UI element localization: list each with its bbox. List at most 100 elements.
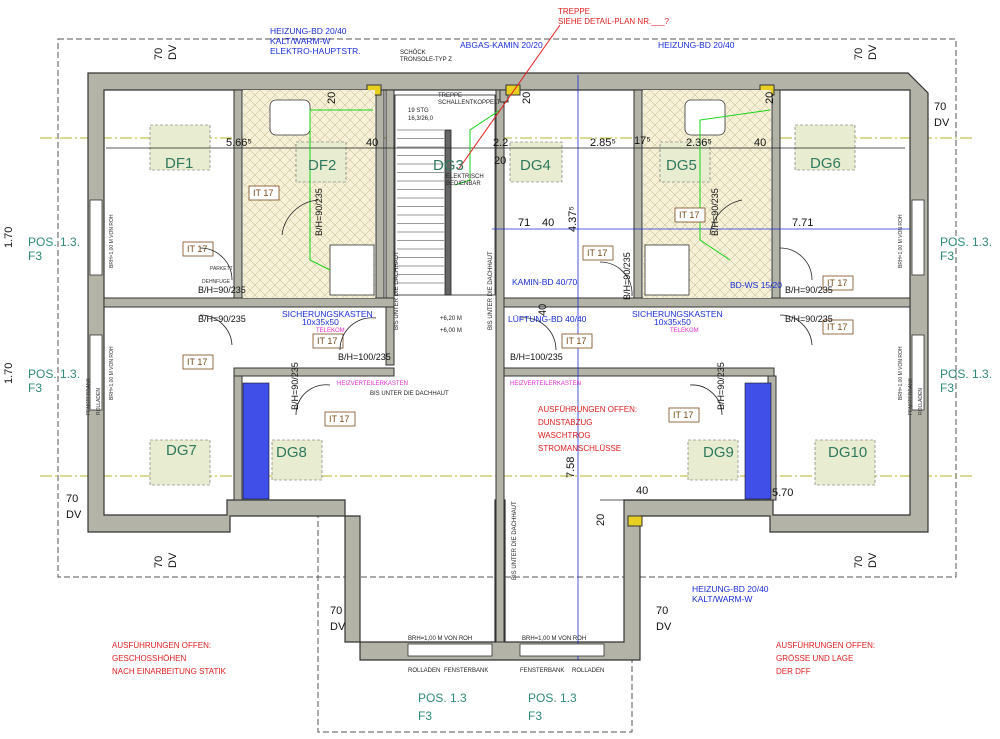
room-label-dg8: DG8 xyxy=(276,444,307,461)
room-label-df2: DF2 xyxy=(308,157,336,174)
dim-771: 7.71 xyxy=(792,217,813,229)
note-ausf-right-1: AUSFÜHRUNGEN OFFEN: xyxy=(776,641,875,650)
note-ausf-right-3: DER DFF xyxy=(776,667,811,676)
note-telekom-left: TELEKOM xyxy=(316,328,345,334)
note-sicherung-right-1: SICHERUNGSKASTEN xyxy=(632,309,723,319)
dim-70-top-left: 70 xyxy=(153,48,165,60)
note-schoeck-2: TRONSOLE-TYP Z xyxy=(400,57,452,63)
dim-70-top-right: 70 xyxy=(853,48,865,60)
note-stg-2: 16,3/26,0 xyxy=(408,116,434,122)
note-kamin: KAMIN-BD 40/70 xyxy=(512,277,577,287)
dim-bh-90-h: B/H=90/235 xyxy=(622,252,632,300)
it-tags xyxy=(182,185,854,427)
pos-label-left-top-1: POS. 1.3. xyxy=(28,235,80,249)
room-label-dg6: DG6 xyxy=(810,155,841,172)
it-tag-text: IT 17 xyxy=(587,248,607,258)
room-label-dg3: DG3 xyxy=(433,157,464,174)
note-rolladen-left: ROLLADEN xyxy=(408,668,440,674)
note-rolladen-vertical-left: ROLLADEN xyxy=(96,388,102,415)
room-label-dg5: DG5 xyxy=(666,157,697,174)
it-tag-text: IT 17 xyxy=(566,336,586,346)
kitchen-units xyxy=(242,382,772,500)
dim-566: 5.66⁵ xyxy=(226,137,252,149)
pos-label-left-top-2: F3 xyxy=(28,249,42,263)
room-label-df1: DF1 xyxy=(165,155,193,172)
it-tag-text: IT 17 xyxy=(187,244,207,254)
note-elektrisch-2: BEDIENBAR xyxy=(446,181,481,187)
dim-758: 7.58 xyxy=(565,457,577,478)
note-elektrisch-1: ELEKTRISCH xyxy=(446,174,484,180)
dim-dv-bottom-right: DV xyxy=(867,552,879,568)
dim-170-top: 1.70 xyxy=(3,227,15,248)
note-ausf-left-2: GESCHOSSHÖHEN xyxy=(112,654,186,663)
dim-70-bottom-left: 70 xyxy=(153,556,165,568)
note-level-1: +6,20 M xyxy=(440,316,462,322)
dim-dv-bottom-left: DV xyxy=(167,552,179,568)
note-heizverteiler-right: HEIZVERTEILERKASTEN xyxy=(510,381,581,387)
dim-70-right: 70 xyxy=(934,101,946,113)
dimension-lines xyxy=(106,75,910,660)
dim-70-bottom-mid-right: 70 xyxy=(656,605,668,617)
dim-bh-90-d: B/H=90/235 xyxy=(785,314,833,324)
dim-70-left: 70 xyxy=(66,493,78,505)
note-bdws: BD-WS 15/20 xyxy=(730,280,782,290)
it-tag-text: IT 17 xyxy=(827,322,847,332)
dim-20-e: 20 xyxy=(595,514,607,526)
dim-20-a: 20 xyxy=(326,92,338,104)
note-abgas: ABGAS-KAMIN 20/20 xyxy=(460,40,543,50)
note-brh-vertical-right-top: BRH=1,00 M VON ROH xyxy=(898,214,904,268)
dim-bh-90-g: B/H=90/235 xyxy=(314,188,324,236)
dim-dv-left: DV xyxy=(66,509,82,521)
pos-label-right-top-1: POS. 1.3. xyxy=(940,235,992,249)
dim-70-bottom-mid-left: 70 xyxy=(330,605,342,617)
dim-285: 2.85⁵ xyxy=(590,137,616,149)
note-brh-vertical-left-top: BRH=1,00 M VON ROH xyxy=(109,214,115,268)
note-sicherung-left-2: 10x35x50 xyxy=(302,317,339,327)
pos-label-right-bottom-2: F3 xyxy=(940,381,954,395)
note-ausf-left-3: NACH EINARBEITUNG STATIK xyxy=(112,667,227,676)
utility-lines xyxy=(309,109,771,271)
note-heizung-right: HEIZUNG-BD 20/40 xyxy=(658,40,735,50)
room-fields xyxy=(149,124,876,486)
dim-236: 2.36⁵ xyxy=(686,137,712,149)
note-fensterbank-left: FENSTERBANK xyxy=(444,668,488,674)
dim-17: 17⁵ xyxy=(634,135,651,147)
note-dachhaut-vertical-bottom: BIS UNTER DIE DACHHAUT xyxy=(512,501,518,580)
windows xyxy=(89,199,925,657)
note-lueftung: LÜFTUNG-BD 40/40 xyxy=(508,314,587,324)
note-schoeck-1: SCHÖCK xyxy=(400,49,426,56)
exterior-walls xyxy=(87,72,929,661)
note-heizung-left-2: KALT/WARM-W xyxy=(270,36,330,46)
dim-bh-90-i: B/H=90/235 xyxy=(710,188,720,236)
note-treppe-2: SIEHE DETAIL-PLAN NR.___? xyxy=(558,17,670,26)
pos-label-left-bottom-2: F3 xyxy=(28,381,42,395)
stair-treads xyxy=(397,129,444,284)
dim-437: 4.37⁵ xyxy=(567,206,579,232)
note-dachhaut-vertical-left: BIS UNTER DIE DACHHAUT xyxy=(394,251,400,330)
dim-70-bottom-right: 70 xyxy=(853,556,865,568)
dim-bh-100-a: B/H=100/235 xyxy=(338,352,391,362)
note-brh-right: BRH=1,00 M VON ROH xyxy=(522,636,586,642)
dim-bh-90-b: B/H=90/235 xyxy=(198,314,246,324)
dim-570: 5.70 xyxy=(772,487,793,499)
note-ausf-mid-4: STROMANSCHLÜSSE xyxy=(538,444,621,453)
dim-40-a: 40 xyxy=(366,137,378,149)
note-brh-left: BRH=1,00 M VON ROH xyxy=(408,636,472,642)
interior-walls xyxy=(103,84,911,643)
note-heizung-left-1: HEIZUNG-BD 20/40 xyxy=(270,26,347,36)
dim-dv-bottom-mid-left: DV xyxy=(330,621,346,633)
dim-bh-90-f: B/H=90/235 xyxy=(716,362,726,410)
note-stg-1: 19 STG xyxy=(408,108,429,114)
it-tag-text: IT 17 xyxy=(253,188,273,198)
note-ausf-mid-2: DUNSTABZUG xyxy=(538,418,593,427)
room-label-dg10: DG10 xyxy=(828,444,867,461)
dim-20-b: 20 xyxy=(521,92,533,104)
note-ausf-right-2: GRÖSSE UND LAGE xyxy=(776,654,853,663)
note-fensterbank-right: FENSTERBANK xyxy=(520,668,564,674)
dim-40-b: 40 xyxy=(754,137,766,149)
note-telekom-right: TELEKOM xyxy=(670,328,699,334)
it-tag-text: IT 17 xyxy=(827,278,847,288)
dim-20-d: 20 xyxy=(494,155,506,167)
note-ausf-mid-3: WASCHTROG xyxy=(538,431,591,440)
note-dachhaut-vertical-mid: BIS UNTER DIE DACHHAUT xyxy=(488,251,494,330)
